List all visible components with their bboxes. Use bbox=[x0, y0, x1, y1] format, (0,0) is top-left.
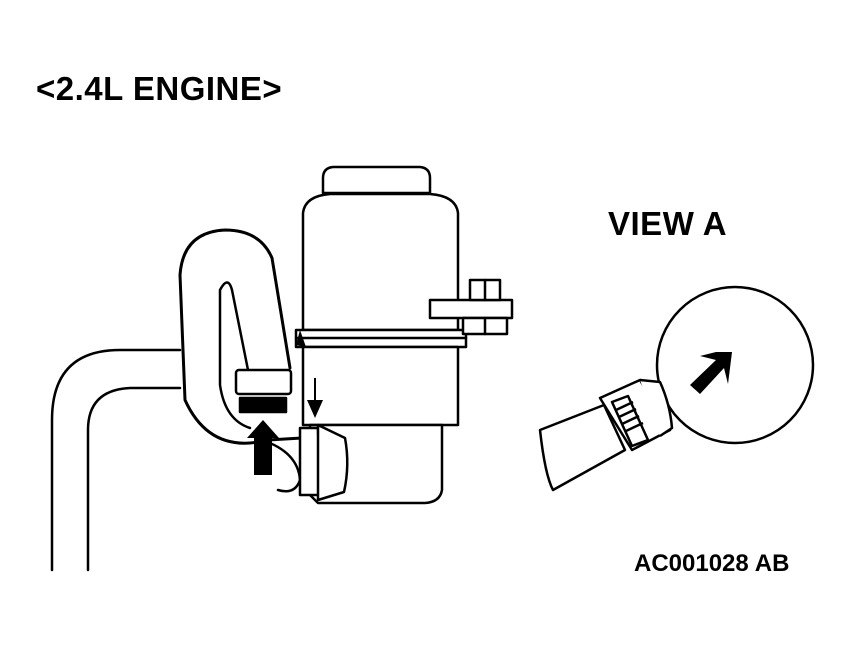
figure-code-number: AC001028 bbox=[634, 550, 749, 577]
engine-variant-title: <2.4L ENGINE> bbox=[36, 70, 283, 107]
view-a-inset bbox=[538, 285, 815, 492]
view-a-label: VIEW A bbox=[608, 205, 728, 242]
view-a-circle bbox=[655, 285, 815, 445]
up-arrow-icon bbox=[247, 420, 279, 475]
mounting-bracket bbox=[428, 278, 514, 336]
inset-hose bbox=[538, 403, 627, 492]
inset-pointer-arrow-icon bbox=[690, 352, 732, 394]
view-marker-icon bbox=[296, 330, 306, 347]
down-arrow-icon bbox=[307, 378, 323, 418]
hose-clamp bbox=[234, 368, 293, 414]
figure-code-suffix: AB bbox=[754, 550, 790, 577]
return-pipe bbox=[50, 348, 182, 572]
inset-clamp bbox=[598, 378, 674, 452]
reservoir-tank bbox=[294, 165, 468, 505]
